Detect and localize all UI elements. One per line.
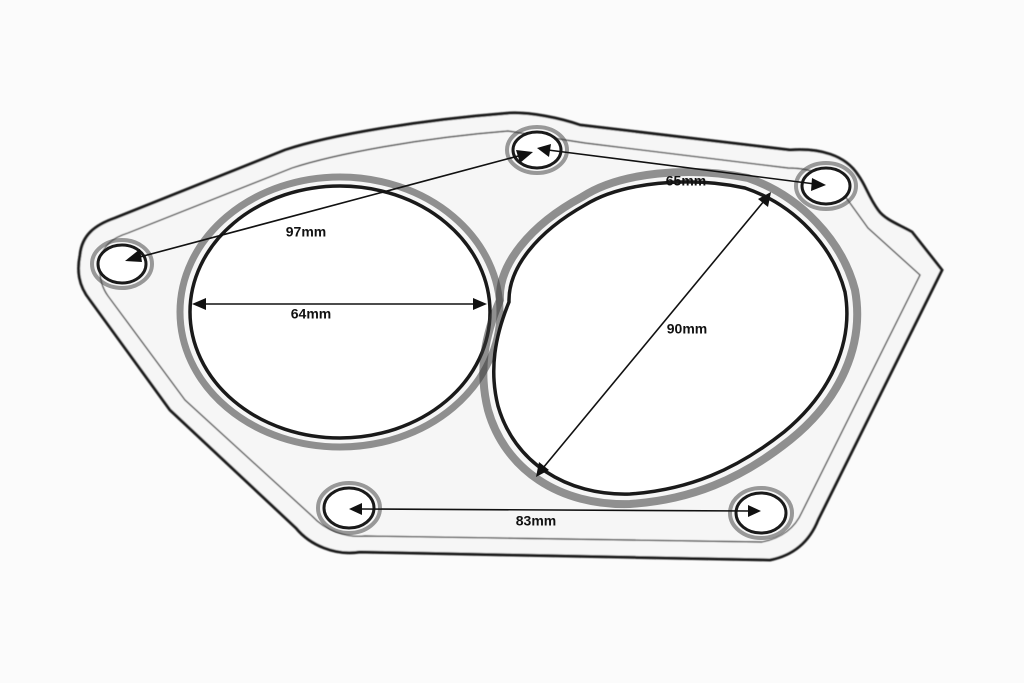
right-port [479, 168, 862, 509]
bolt-hole-bottom-right [728, 486, 794, 540]
bolt-hole-top [505, 125, 569, 175]
dimension-lines [125, 144, 826, 517]
left-port-hole [188, 184, 492, 440]
left-port [176, 173, 504, 451]
bolt-holes [90, 125, 858, 540]
dimension-labels: 97mm 64mm 65mm 90mm 83mm [286, 173, 707, 529]
dim-line-83 [349, 503, 761, 517]
left-port-bead [176, 173, 504, 451]
dim-line-97 [125, 150, 533, 262]
dim-line-65 [537, 144, 826, 191]
label-65mm: 65mm [666, 173, 706, 189]
right-port-hole [492, 180, 849, 496]
dim-line-90 [536, 192, 771, 477]
label-97mm: 97mm [286, 224, 326, 240]
label-83mm: 83mm [516, 513, 556, 529]
bolt-hole-left [90, 238, 154, 290]
bolt-hole-right [794, 161, 858, 211]
right-port-bead [479, 168, 862, 509]
label-90mm: 90mm [667, 321, 707, 337]
dim-line-64 [192, 298, 487, 310]
label-64mm: 64mm [291, 306, 331, 322]
bolt-hole-bottom-left [316, 481, 382, 535]
